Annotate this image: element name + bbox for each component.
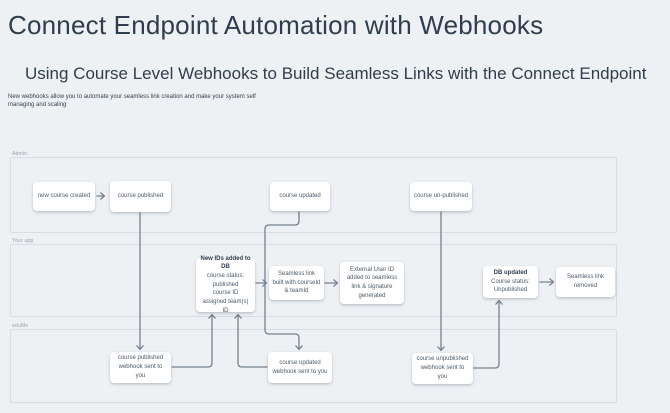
node-new-ids-line-1: course status: [206,272,245,279]
node-course-unpublished-webhook: course unpublished webhook sent to you [412,353,473,384]
swimlane-your-app: Your app [10,238,617,317]
node-new-ids-line-3: course ID [212,290,239,297]
node-course-updated-label: course updated [279,193,321,200]
node-new-course-created: new course created [33,182,95,211]
node-course-updated-webhook: course updated webhook sent to you [268,352,332,383]
node-course-published-webhook: course published webhook sent to you [110,352,171,383]
node-new-ids-line-4: assigned team(s) ID [202,299,249,314]
page-title: Connect Endpoint Automation with Webhook… [8,10,544,40]
swimlane-admin: Admin [10,151,617,233]
node-course-updated-webhook-label: course updated webhook sent to you [272,359,328,375]
node-course-unpublished-webhook-label: course unpublished webhook sent to you [416,356,469,380]
connector-unpublished-webhook-to-db-updated [473,299,503,369]
node-db-updated-line-1: Course status: [491,278,530,285]
node-course-published: course published [110,181,171,212]
page-description-line-2: managing and scaling [8,102,67,108]
node-db-updated-line-2: Unpublished [493,287,528,294]
connector-published-webhook-to-newids [171,313,216,368]
page-subtitle: Using Course Level Webhooks to Build Sea… [25,64,647,83]
page-description: New webhooks allow you to automate your … [8,93,256,109]
node-db-updated: DB updated Course status: Unpublished [483,266,538,298]
node-seamless-link-built-label: Seamless link built with courseId & team… [272,270,321,295]
node-seamless-link-built: Seamless link built with courseId & team… [269,266,324,300]
node-new-course-created-label: new course created [37,193,91,200]
node-course-updated: course updated [270,182,330,211]
node-new-ids-title: New IDs added to DB [200,255,251,271]
node-course-published-webhook-label: course published webhook sent to you [117,355,164,379]
node-course-published-label: course published [117,193,164,200]
node-seamless-link-removed-label: Seamless link removed [566,274,604,289]
swimlane-edume-label: eduMe [12,323,29,329]
node-external-user-id: External User ID added to seamless link … [340,262,404,304]
node-course-unpublished-label: course un-published [413,193,469,200]
swimlane-admin-label: Admin [12,151,28,157]
node-external-user-id-label: External User ID added to seamless link … [346,266,398,299]
swimlane-edume: eduMe [10,323,617,403]
node-new-ids-line-2: published [212,281,239,288]
node-course-unpublished: course un-published [410,182,472,211]
swimlane-your-app-label: Your app [12,238,34,244]
page-description-line-1: New webhooks allow you to automate your … [8,94,256,100]
node-new-ids-added-to-db: New IDs added to DB course status: publi… [196,255,255,314]
connector-updated-webhook-to-newids [234,313,268,368]
node-seamless-link-removed: Seamless link removed [556,267,615,297]
node-db-updated-title: DB updated [493,269,528,276]
